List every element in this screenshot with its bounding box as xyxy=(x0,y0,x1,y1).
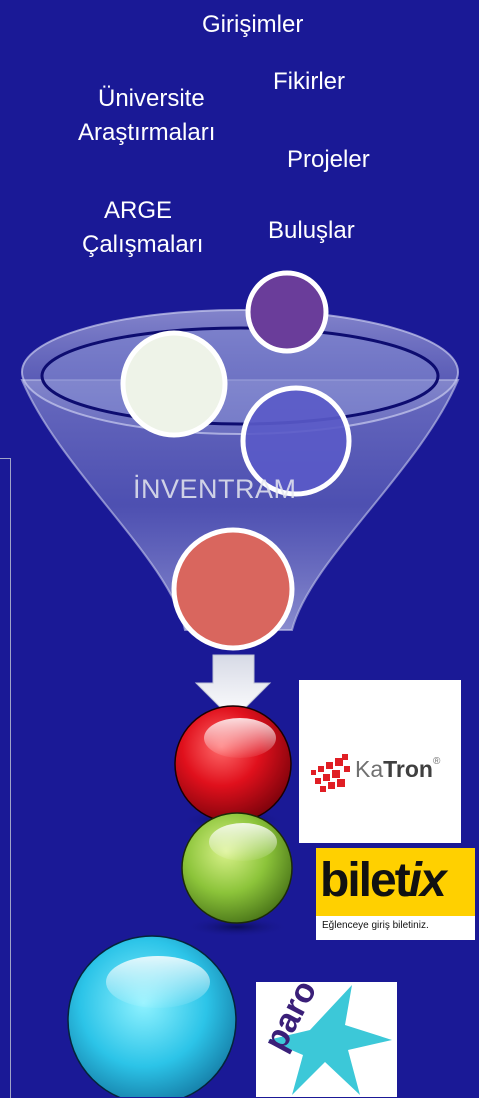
funnel-label: İNVENTRAM xyxy=(133,474,297,504)
biletix-tagline-bar xyxy=(316,916,475,940)
biletix-word1: bilet xyxy=(320,854,411,907)
katron-bold: Tron xyxy=(383,756,433,782)
label-girisimler: Girişimler xyxy=(202,11,304,38)
green-sphere-shine xyxy=(209,823,277,861)
biletix-word2: ix xyxy=(408,854,447,907)
katron-logo-box xyxy=(299,680,461,843)
label-universite-line2: Araştırmaları xyxy=(78,119,216,146)
circle-indigo xyxy=(240,385,352,497)
down-arrow xyxy=(194,654,272,721)
red-sphere-shine xyxy=(204,718,276,758)
label-projeler: Projeler xyxy=(287,146,370,173)
funnel-rim-inner xyxy=(40,326,440,426)
katron-flame-icon xyxy=(311,754,350,792)
biletix-logo-text: biletix xyxy=(320,851,447,911)
label-arge-line1: ARGE xyxy=(104,197,173,224)
circle-pale xyxy=(120,330,228,438)
label-fikirler: Fikirler xyxy=(273,68,345,95)
left-frame-border xyxy=(0,458,11,1098)
katron-mark: ® xyxy=(432,756,441,767)
label-universite-line1: Üniversite xyxy=(98,85,205,112)
katron-logo-text: KaTron® xyxy=(355,756,440,783)
circle-salmon xyxy=(171,527,295,651)
circle-purple xyxy=(245,270,329,354)
katron-prefix: Ka xyxy=(355,756,384,782)
biletix-tagline: Eğlenceye giriş biletiniz. xyxy=(322,920,429,931)
label-arge-line2: Çalışmaları xyxy=(82,231,204,258)
label-buluslar: Buluşlar xyxy=(268,217,355,244)
green-sphere-shadow xyxy=(185,917,289,937)
cyan-sphere-shine xyxy=(106,956,210,1008)
paro-star-icon xyxy=(268,985,392,1095)
